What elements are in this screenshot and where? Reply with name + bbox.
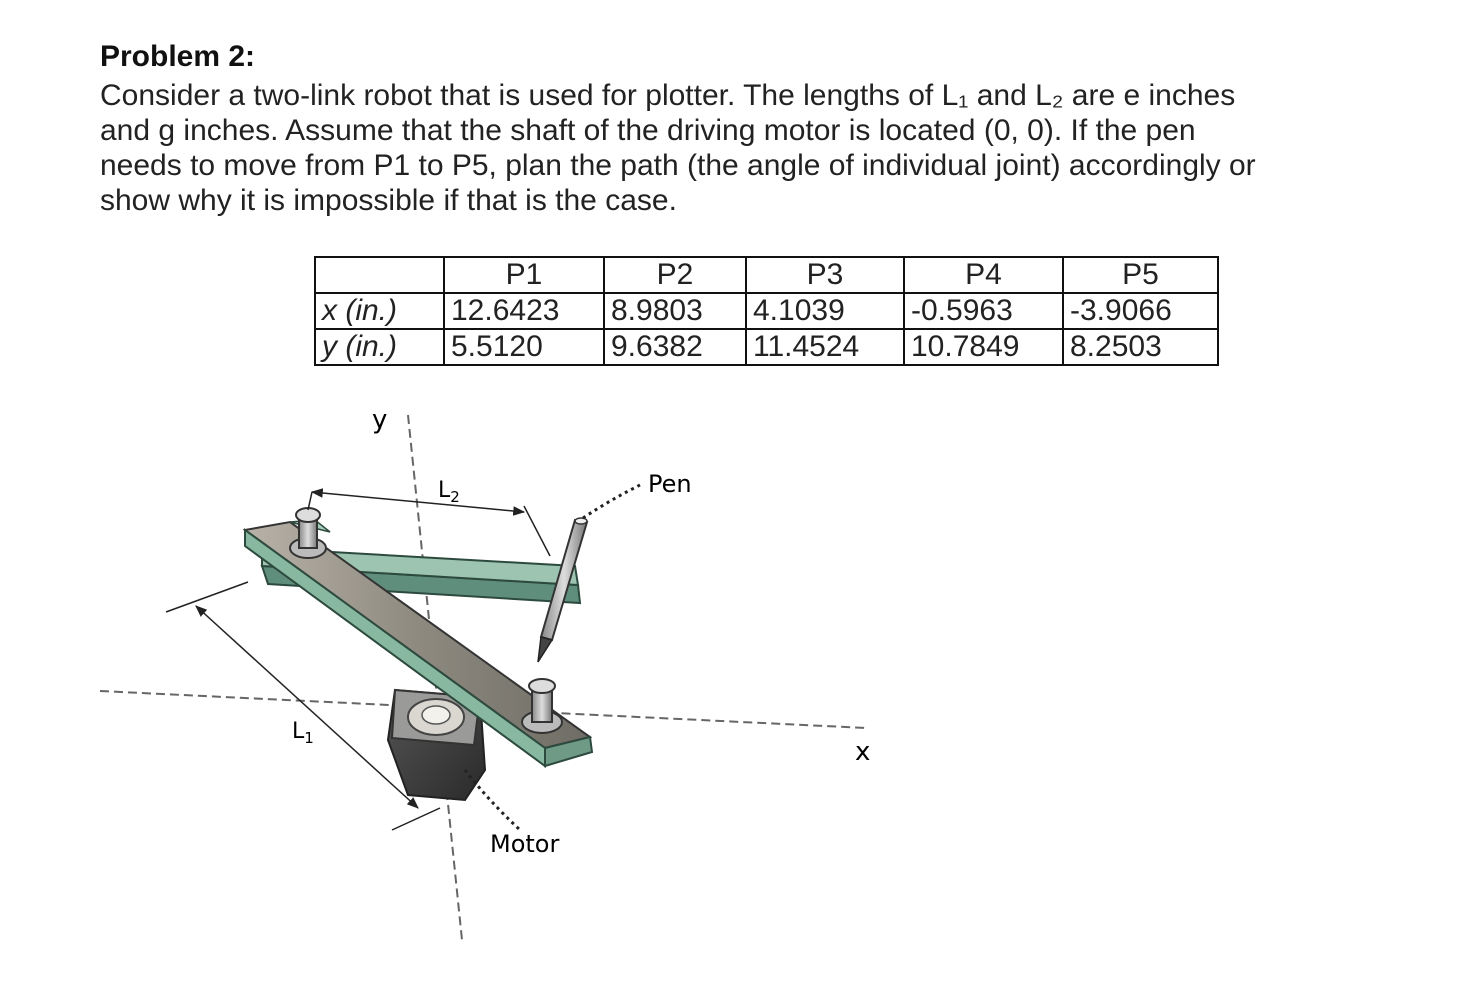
l2-label: L2 [438,478,460,506]
cell-x-p5: -3.9066 [1062,292,1219,330]
statement-line-3: needs to move from P1 to P5, plan the pa… [100,149,1256,182]
x-axis-label: x [855,737,870,767]
table-header-row: P1 P2 P3 P4 P5 [314,256,1219,294]
cell-y-p1: 5.5120 [443,328,605,366]
motor-leader-line [463,769,522,832]
motor-label: Motor [490,830,559,858]
header-p1: P1 [443,256,605,294]
y-axis-label: y [372,405,387,435]
problem-title: Problem 2: [100,40,256,73]
header-p5: P5 [1062,256,1219,294]
row-label-y: y (in.) [314,328,445,366]
statement-line-1: Consider a two-link robot that is used f… [100,79,1236,112]
table-row: x (in.) 12.6423 8.9803 4.1039 -0.5963 -3… [314,292,1219,330]
l2-dimension [307,488,551,557]
l1-label: L1 [292,719,314,747]
cell-x-p3: 4.1039 [745,292,905,330]
cell-y-p5: 8.2503 [1062,328,1219,366]
pen [537,517,589,663]
header-p4: P4 [903,256,1064,294]
cell-y-p2: 9.6382 [603,328,747,366]
statement-line-4: show why it is impossible if that is the… [100,184,677,217]
row-label-x: x (in.) [314,292,445,330]
cell-y-p4: 10.7849 [903,328,1064,366]
end-joint-pin [521,678,563,734]
statement-line-2: and g inches. Assume that the shaft of t… [100,114,1196,147]
cell-y-p3: 11.4524 [745,328,905,366]
cell-x-p1: 12.6423 [443,292,605,330]
points-table: P1 P2 P3 P4 P5 x (in.) 12.6423 8.9803 4.… [314,256,1219,366]
pen-label: Pen [648,470,692,498]
table-corner-cell [314,256,445,294]
header-p3: P3 [745,256,905,294]
table-row: y (in.) 5.5120 9.6382 11.4524 10.7849 8.… [314,328,1219,366]
l1-dimension [165,581,441,831]
problem-statement: Consider a two-link robot that is used f… [100,78,1430,218]
pen-leader-line [582,483,641,520]
cell-x-p4: -0.5963 [903,292,1064,330]
header-p2: P2 [603,256,747,294]
cell-x-p2: 8.9803 [603,292,747,330]
